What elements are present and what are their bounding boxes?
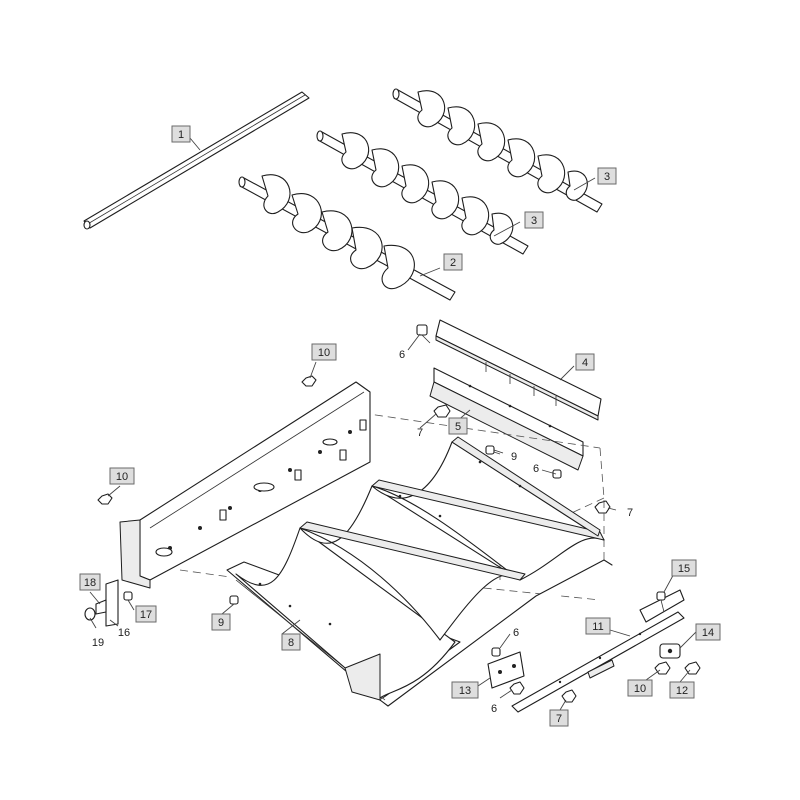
callout-10: 10 (627, 679, 653, 697)
svg-text:3: 3 (604, 171, 610, 183)
callout-12: 12 (669, 681, 695, 699)
svg-text:4: 4 (582, 357, 588, 369)
svg-text:14: 14 (702, 627, 714, 639)
side-panel (119, 381, 371, 589)
svg-text:2: 2 (450, 257, 456, 269)
part-2-auger (238, 174, 456, 301)
callout-6: 6 (513, 627, 519, 639)
callout-3: 3 (597, 167, 617, 185)
svg-text:17: 17 (140, 609, 152, 621)
bolt-6-right (552, 469, 562, 479)
svg-text:9: 9 (218, 617, 224, 629)
callout-18: 18 (79, 573, 101, 591)
svg-text:6: 6 (399, 349, 405, 361)
svg-text:6: 6 (491, 703, 497, 715)
svg-text:13: 13 (459, 685, 471, 697)
nut-7-lower (561, 689, 577, 703)
bolt-6-top (416, 324, 431, 344)
callout-11: 11 (585, 617, 611, 635)
svg-text:6: 6 (513, 627, 519, 639)
svg-text:1: 1 (178, 129, 184, 141)
callout-10: 10 (109, 467, 135, 485)
callout-16: 16 (118, 627, 130, 639)
callout-3: 3 (524, 211, 544, 229)
svg-text:18: 18 (84, 577, 96, 589)
part-5-angle-strip (429, 367, 584, 471)
svg-text:6: 6 (533, 463, 539, 475)
svg-text:12: 12 (676, 685, 688, 697)
washer-19 (84, 607, 96, 621)
callout-6: 6 (399, 349, 405, 361)
leader-lines (89, 137, 697, 711)
nut-12 (684, 661, 701, 675)
callout-2: 2 (443, 253, 463, 271)
bracket-16 (95, 579, 119, 627)
callout-15: 15 (671, 559, 697, 577)
svg-text:11: 11 (592, 621, 603, 633)
callout-9: 9 (211, 613, 231, 631)
callout-7: 7 (549, 709, 569, 727)
callout-1: 1 (171, 125, 191, 143)
svg-text:8: 8 (288, 637, 294, 649)
svg-text:7: 7 (627, 507, 633, 519)
callout-6: 6 (491, 703, 497, 715)
callout-10: 10 (311, 343, 337, 361)
svg-text:10: 10 (116, 471, 128, 483)
bolt-9-lower (229, 595, 239, 605)
svg-text:7: 7 (556, 713, 562, 725)
svg-text:3: 3 (531, 215, 537, 227)
callout-5: 5 (448, 417, 468, 435)
callout-17: 17 (135, 605, 157, 623)
part-3-auger-middle (316, 130, 529, 255)
svg-text:10: 10 (634, 683, 646, 695)
callout-8: 8 (281, 633, 301, 651)
bolt-9-upper (485, 445, 504, 455)
svg-text:9: 9 (511, 451, 517, 463)
bolt-6-lower (491, 647, 501, 657)
nut-6-lower (509, 681, 525, 695)
callout-13: 13 (451, 681, 479, 699)
nut-10-left (97, 493, 113, 505)
svg-text:7: 7 (417, 427, 423, 439)
bolt-17 (123, 591, 133, 601)
nut-10-top (301, 375, 317, 387)
nut-7-upper (433, 404, 451, 418)
part-3-auger-upper (392, 88, 603, 213)
bolt-15 (656, 591, 666, 613)
callout-9: 9 (511, 451, 517, 463)
callout-6: 6 (533, 463, 539, 475)
callout-4: 4 (575, 353, 595, 371)
plate-13 (487, 651, 525, 689)
callout-14: 14 (695, 623, 721, 641)
part-8-trough-frame (226, 436, 613, 707)
svg-text:5: 5 (455, 421, 461, 433)
part-1-rod (83, 91, 310, 230)
part-4-plate (435, 319, 602, 421)
svg-text:10: 10 (318, 347, 330, 359)
svg-text:15: 15 (678, 563, 690, 575)
part-11-bar (511, 589, 685, 713)
svg-text:16: 16 (118, 627, 130, 639)
bearing-14 (659, 643, 681, 659)
nut-7-right (594, 500, 611, 514)
svg-text:19: 19 (92, 637, 104, 649)
callout-7: 7 (417, 427, 423, 439)
callout-19: 19 (92, 637, 104, 649)
callout-7: 7 (627, 507, 633, 519)
